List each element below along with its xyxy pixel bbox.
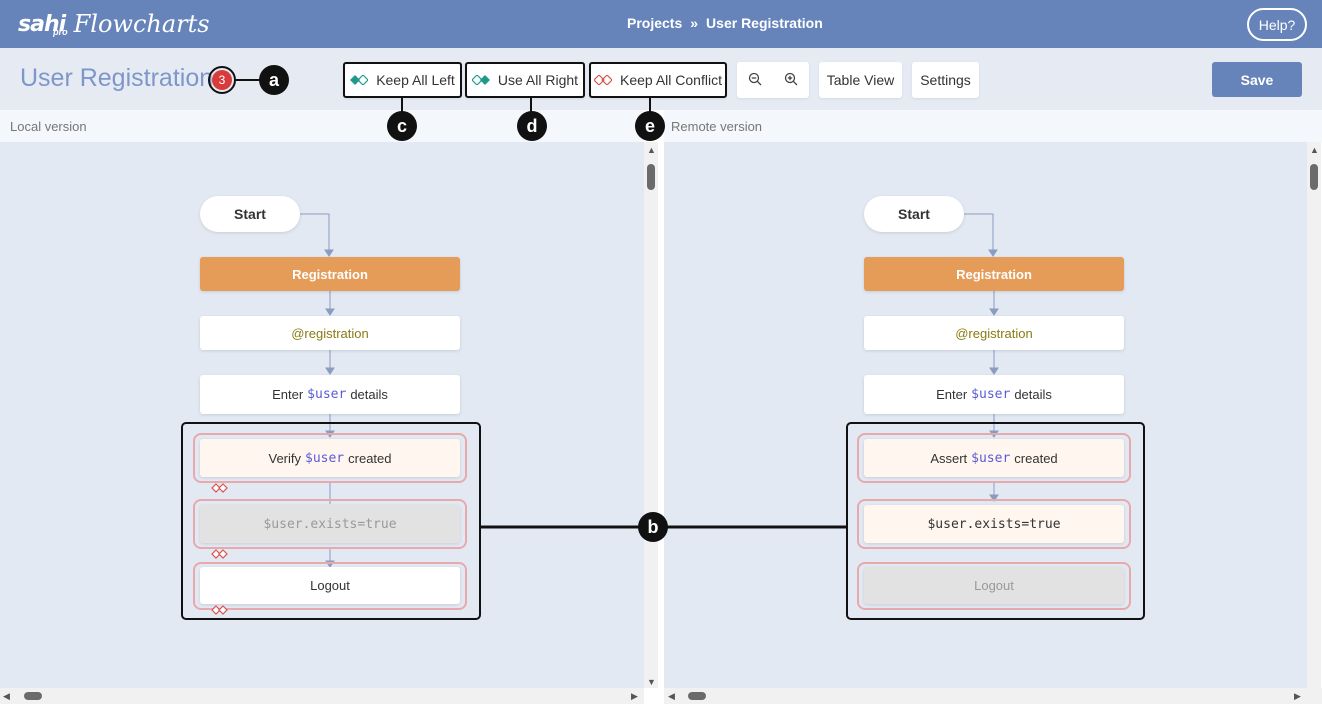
step-text: details [350,387,388,402]
use-all-right-label: Use All Right [497,72,579,88]
callout-e: e [635,111,665,141]
conflict-marker-icon[interactable] [211,480,229,498]
settings-button[interactable]: Settings [912,62,979,98]
user-variable: $user [971,450,1011,466]
step-text: Enter [936,387,968,402]
registration-node[interactable]: Registration [200,257,460,291]
breadcrumb-separator: » [690,15,699,31]
table-view-button[interactable]: Table View [819,62,902,98]
scroll-up-arrow-icon[interactable]: ▲ [647,145,656,155]
local-version-header [0,110,644,142]
user-variable: $user [971,387,1011,402]
local-version-label: Local version [10,119,87,134]
logo-sahi-text: sahi [18,11,66,37]
scrollbar-thumb[interactable] [647,164,655,190]
start-node[interactable]: Start [864,196,964,232]
local-vertical-scrollbar[interactable]: ▲ ▼ [644,142,658,688]
annotation-node[interactable]: @registration [864,316,1124,350]
step-text: Verify [268,450,301,466]
user-variable: $user [307,387,347,402]
conflict-box [193,562,467,610]
help-button[interactable]: Help? [1247,8,1307,41]
logout-node[interactable]: Logout [864,567,1124,604]
step-text: Enter [272,387,304,402]
scrollbar-thumb[interactable] [1310,164,1318,190]
expression-text: $user.exists=true [927,516,1061,532]
scrollbar-thumb[interactable] [24,692,42,700]
user-exists-node[interactable]: $user.exists=true [200,505,460,543]
step-text: created [348,450,392,466]
conflict-group-right [846,422,1145,620]
save-button[interactable]: Save [1212,62,1302,97]
registration-node[interactable]: Registration [864,257,1124,291]
remote-version-label: Remote version [671,119,763,134]
zoom-in-icon[interactable] [784,72,798,89]
conflict-marker-icon[interactable] [211,546,229,564]
callout-a: a [259,65,289,95]
scroll-right-arrow-icon[interactable]: ▶ [631,691,638,701]
scroll-down-arrow-icon[interactable]: ▼ [647,677,656,687]
conflict-box [193,499,467,549]
logo-flowcharts-text: Flowcharts [73,10,210,38]
remote-vertical-scrollbar[interactable]: ▲ [1307,142,1321,688]
conflict-diamonds-icon [594,75,613,85]
conflict-box [857,499,1131,549]
local-horizontal-scrollbar[interactable]: ◀ ▶ [0,688,644,704]
remote-connectors [964,213,999,502]
callout-c: c [387,111,417,141]
expression-text: $user.exists=true [263,516,397,532]
scroll-left-arrow-icon[interactable]: ◀ [3,691,10,701]
callout-d: d [517,111,547,141]
app-header: sahi pro Flowcharts Projects » User Regi… [0,0,1322,48]
use-right-diamonds-icon [471,75,490,85]
keep-all-left-button[interactable]: Keep All Left [343,62,462,98]
breadcrumb: Projects » User Registration [627,15,823,31]
callout-b: b [638,512,668,542]
keep-left-diamonds-icon [350,75,369,85]
conflict-count-badge: 3 [212,70,232,90]
remote-version-header [664,110,1322,142]
remote-horizontal-scrollbar[interactable]: ◀ ▶ [664,688,1322,704]
scroll-right-arrow-icon[interactable]: ▶ [1294,691,1301,701]
logo-pro-text: pro [53,27,68,37]
keep-all-conflict-button[interactable]: Keep All Conflict [589,62,727,98]
breadcrumb-projects[interactable]: Projects [627,15,683,31]
step-text: Assert [930,450,968,466]
zoom-controls [737,62,809,98]
local-flowchart-canvas[interactable]: Start Registration @registration Enter$u… [0,142,644,688]
conflict-marker-icon[interactable] [211,602,229,620]
conflict-group-left [181,422,481,620]
scroll-left-arrow-icon[interactable]: ◀ [668,691,675,701]
step-text: created [1014,450,1058,466]
keep-all-left-label: Keep All Left [376,72,455,88]
zoom-out-icon[interactable] [748,72,762,89]
scrollbar-thumb[interactable] [688,692,706,700]
sahi-pro-flowcharts-logo[interactable]: sahi pro Flowcharts [18,6,210,42]
use-all-right-button[interactable]: Use All Right [465,62,585,98]
step-text: details [1014,387,1052,402]
start-node[interactable]: Start [200,196,300,232]
breadcrumb-current: User Registration [706,15,823,31]
scroll-up-arrow-icon[interactable]: ▲ [1310,145,1319,155]
user-exists-node[interactable]: $user.exists=true [864,505,1124,543]
annotation-node[interactable]: @registration [200,316,460,350]
remote-flowchart-canvas[interactable]: Start Registration @registration Enter$u… [664,142,1307,688]
conflict-box [857,433,1131,483]
conflict-box [857,562,1131,610]
page-title: User Registration [20,64,214,92]
logout-node[interactable]: Logout [200,567,460,604]
conflict-box [193,433,467,483]
user-variable: $user [305,450,345,466]
keep-all-conflict-label: Keep All Conflict [620,72,722,88]
